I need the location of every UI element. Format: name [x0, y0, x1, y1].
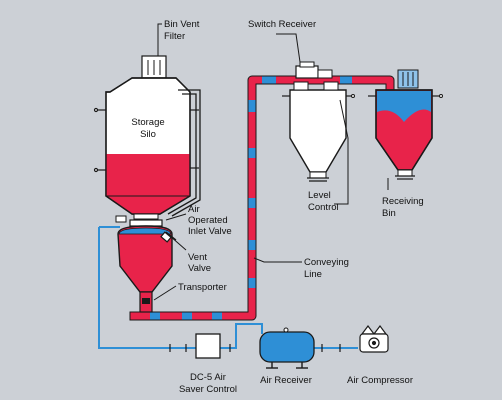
air-supply-lines	[98, 226, 358, 349]
diagram-labels: Bin Vent Filter Switch Receiver Storage …	[131, 19, 423, 395]
switch-receiver	[282, 61, 355, 182]
label-vent-valve-2: Valve	[188, 263, 211, 274]
label-switch-receiver: Switch Receiver	[248, 19, 316, 30]
label-air-receiver: Air Receiver	[260, 375, 312, 386]
conveying-line	[140, 75, 395, 321]
label-conveying-line-2: Line	[304, 269, 322, 280]
receiving-bin	[368, 69, 443, 180]
air-receiver	[259, 327, 315, 369]
label-dc5-1: DC-5 Air	[190, 372, 226, 383]
dc5-air-saver-control	[195, 333, 221, 359]
label-conveying-line-1: Conveying	[304, 257, 349, 268]
label-vent-valve-1: Vent	[188, 252, 207, 263]
label-dc5-2: Saver Control	[179, 384, 237, 395]
label-receiving-bin-2: Bin	[382, 208, 396, 219]
label-inlet-valve-3: Inlet Valve	[188, 226, 232, 237]
storage-silo	[93, 55, 201, 220]
label-receiving-bin-1: Receiving	[382, 196, 424, 207]
label-bin-vent-filter-1: Bin Vent	[164, 19, 200, 30]
label-level-control-1: Level	[308, 190, 331, 201]
vent-valve	[160, 231, 177, 243]
air-compressor	[359, 325, 389, 353]
label-transporter: Transporter	[178, 282, 227, 293]
transporter	[115, 215, 177, 321]
label-inlet-valve-1: Air	[188, 204, 200, 215]
label-air-compressor: Air Compressor	[347, 375, 413, 386]
air-line-fittings	[169, 344, 341, 352]
leader-lines	[153, 23, 389, 301]
label-storage-silo-2: Silo	[140, 129, 156, 140]
label-inlet-valve-2: Operated	[188, 215, 228, 226]
label-level-control-2: Control	[308, 202, 339, 213]
air-operated-inlet-valve	[129, 219, 163, 227]
label-bin-vent-filter-2: Filter	[164, 31, 185, 42]
label-storage-silo-1: Storage	[131, 117, 164, 128]
